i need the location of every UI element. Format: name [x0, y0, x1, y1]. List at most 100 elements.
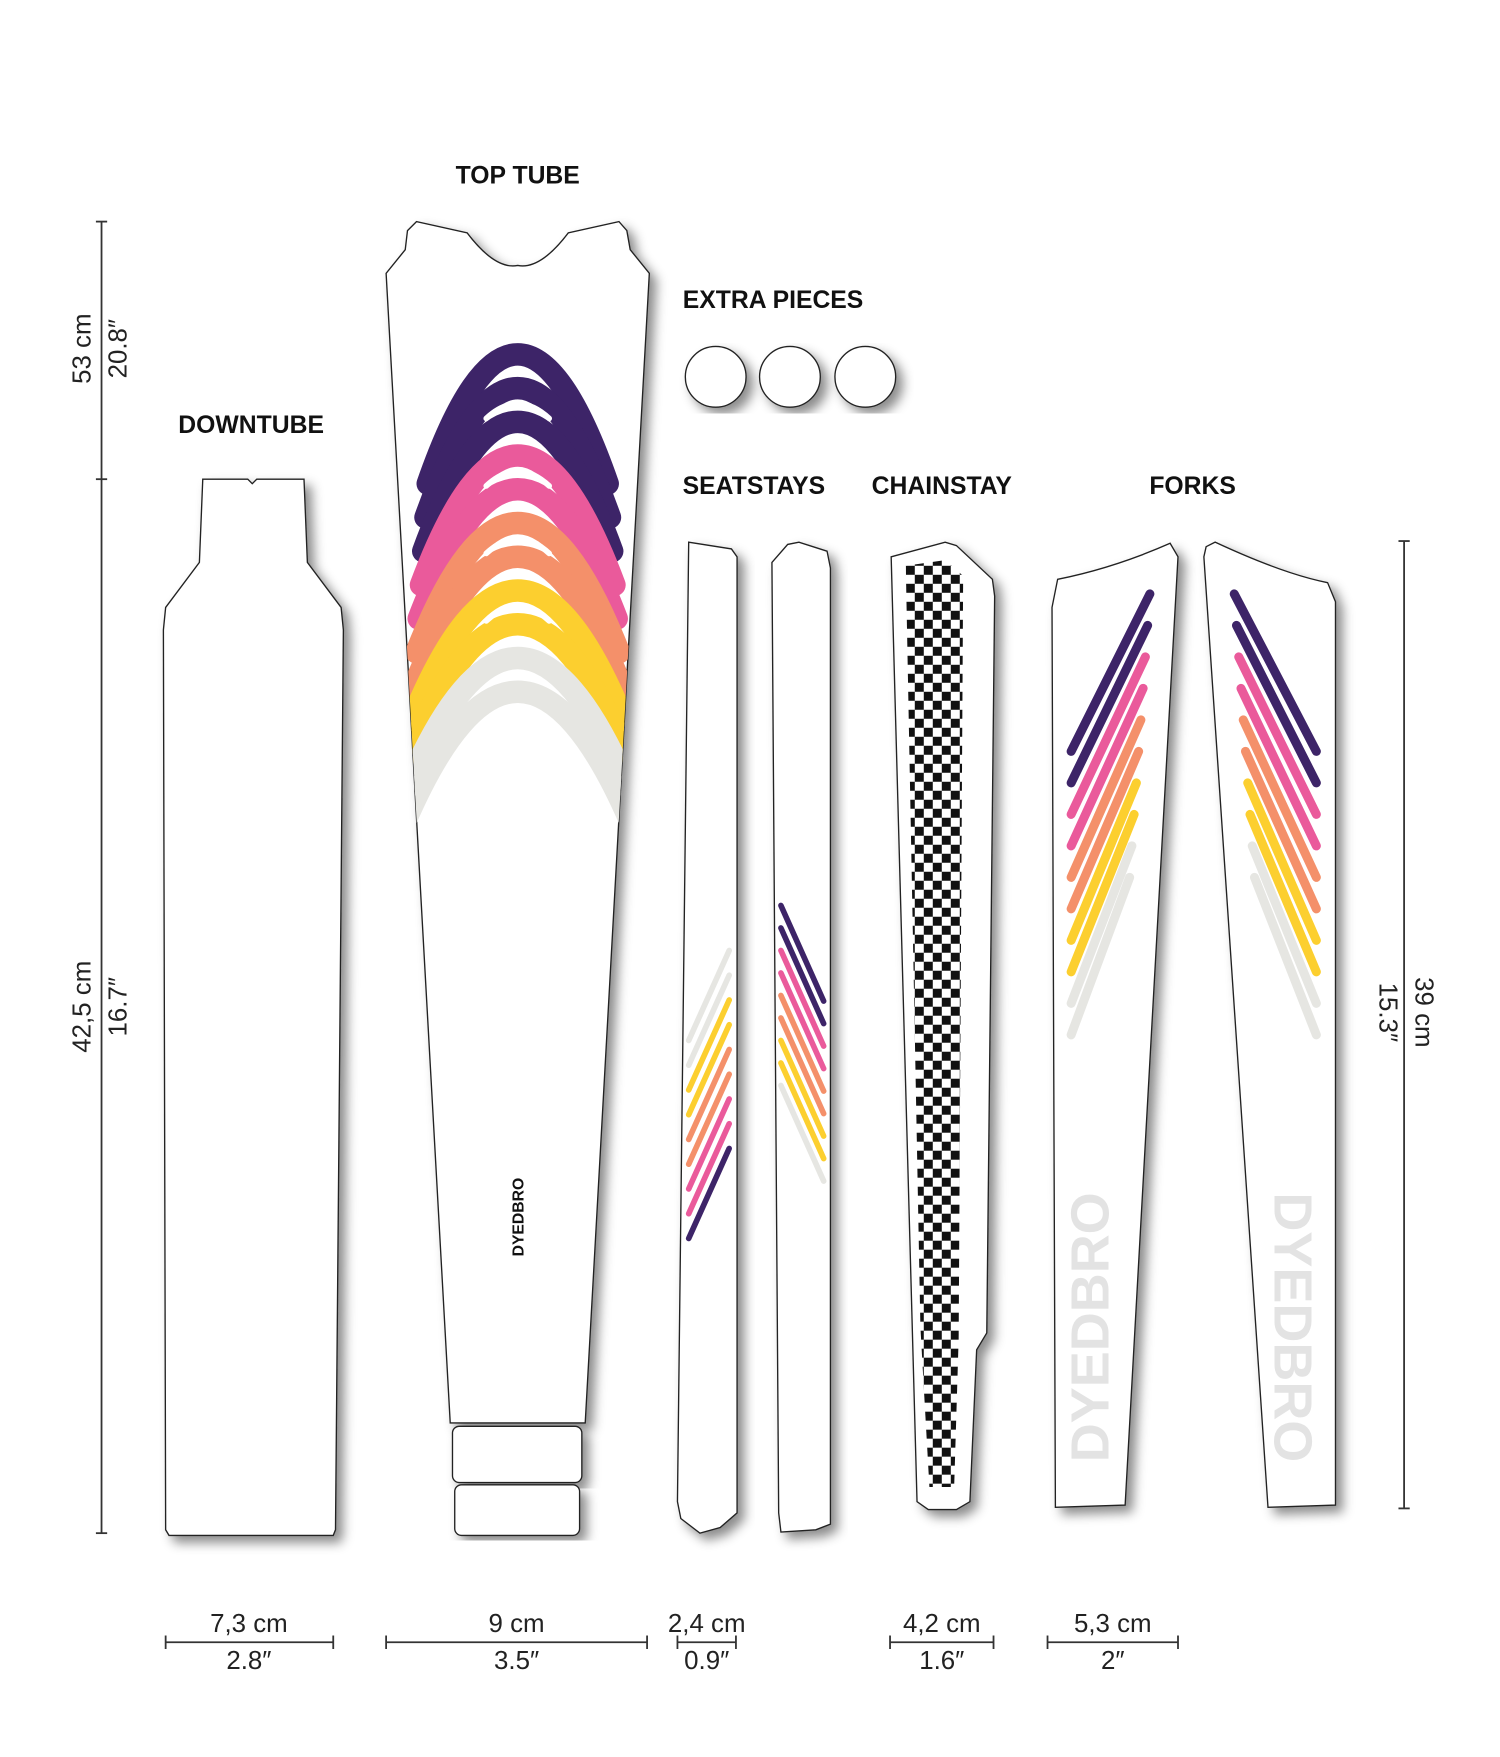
fork-stripe	[1066, 683, 1148, 851]
seatstay-stripe	[778, 925, 827, 1027]
width-in: 1.6″	[919, 1647, 964, 1675]
seatstay-stripe-graphic	[685, 902, 827, 1242]
dim-upper-in: 20.8″	[104, 319, 132, 378]
fork-stripe	[1247, 841, 1321, 1008]
right-dimension-line	[1398, 540, 1410, 1510]
seatstay-stripe	[778, 970, 827, 1072]
width-in: 0.9″	[684, 1647, 729, 1675]
chevron-stripe	[402, 545, 633, 698]
width-cm: 7,3 cm	[210, 1610, 288, 1638]
seatstay-stripe	[685, 1046, 733, 1143]
seatstay-stripe	[685, 972, 733, 1069]
chevron-stripe	[400, 579, 635, 732]
fork-stripe	[1231, 620, 1321, 788]
label-chainstay: CHAINSTAY	[872, 473, 1013, 500]
fork-stripe	[1249, 872, 1321, 1040]
fork-stripe	[1066, 620, 1153, 788]
label-seatstays: SEATSTAYS	[683, 473, 826, 500]
chevron-stripe	[396, 646, 640, 799]
top-tube-logo: DYEDBRO	[510, 1178, 527, 1257]
chevron-stripe	[409, 444, 626, 597]
fork-stripe	[1066, 872, 1135, 1040]
width-dimensions: 7,3 cm 2.8″ 9 cm 3.5″ 2,4 cm 0.9″ 4,2 cm…	[164, 1610, 1179, 1675]
chevron-stripe	[398, 613, 637, 765]
fork-stripe	[1243, 778, 1321, 945]
width-dim-fork: 5,3 cm 2″	[1046, 1610, 1179, 1675]
fork-stripe	[1066, 809, 1139, 977]
fork-stripe	[1229, 589, 1321, 756]
dim-right-in: 15.3″	[1373, 983, 1401, 1042]
width-cm: 5,3 cm	[1074, 1610, 1152, 1638]
chevron-stripe	[393, 680, 642, 833]
seatstay-stripe	[778, 1060, 827, 1162]
seatstay-stripe	[685, 1071, 733, 1168]
dim-upper-cm: 53 cm	[68, 313, 96, 383]
left-dimension-line	[95, 220, 108, 1535]
label-downtube: DOWNTUBE	[178, 412, 324, 439]
fork-stripe	[1236, 683, 1321, 851]
downtube-piece	[162, 478, 345, 1537]
width-in: 2.8″	[226, 1647, 271, 1675]
width-dim-downtube: 7,3 cm 2.8″	[164, 1610, 335, 1675]
fork-right-stripe-graphic	[1229, 589, 1321, 1040]
width-in: 3.5″	[494, 1647, 539, 1675]
label-top-tube: TOP TUBE	[456, 162, 580, 189]
chainstay-checker-pattern	[905, 560, 964, 1488]
fork-stripe	[1234, 652, 1321, 819]
fork-right-logo: DYEDBRO	[1263, 1192, 1323, 1462]
seatstay-stripe	[778, 992, 827, 1094]
chevron-highlight	[483, 468, 553, 489]
fork-stripe	[1066, 778, 1141, 945]
fork-stripe	[1240, 746, 1321, 914]
chevron-highlight	[483, 333, 553, 354]
chevron-stripe	[414, 377, 622, 529]
seatstay-stripe	[778, 1015, 827, 1117]
chevron-highlight	[483, 536, 553, 557]
fork-stripe	[1066, 652, 1150, 819]
fork-left-stripe-graphic	[1066, 589, 1155, 1040]
chevron-highlight	[483, 603, 553, 624]
top-tube-strip-1	[451, 1425, 583, 1484]
width-in: 2″	[1101, 1647, 1125, 1675]
width-cm: 2,4 cm	[668, 1610, 746, 1638]
width-cm: 4,2 cm	[903, 1610, 981, 1638]
seatstay-left-piece	[676, 541, 738, 1534]
seatstay-stripe	[685, 947, 733, 1044]
chevron-stripe	[411, 410, 624, 563]
seatstay-stripe	[685, 997, 733, 1093]
fork-stripe	[1238, 715, 1321, 882]
width-dim-seatstay: 2,4 cm 0.9″	[668, 1610, 746, 1675]
seatstay-stripe	[778, 947, 827, 1049]
width-dim-chainstay: 4,2 cm 1.6″	[889, 1610, 995, 1675]
chevron-stripe	[416, 343, 619, 495]
width-cm: 9 cm	[489, 1610, 545, 1638]
chevron-highlight	[483, 401, 553, 422]
seatstay-stripe	[778, 1037, 827, 1139]
dim-lower-cm: 42,5 cm	[68, 961, 96, 1053]
fork-stripe	[1245, 809, 1321, 977]
seatstay-stripe	[685, 1120, 733, 1217]
dim-right-cm: 39 cm	[1409, 977, 1437, 1047]
fork-stripe	[1066, 589, 1155, 756]
chevron-stripe	[405, 512, 631, 664]
extra-piece-circle	[684, 345, 747, 408]
top-tube-strip-2	[454, 1484, 581, 1537]
seatstay-stripe	[778, 1082, 827, 1184]
width-dim-top-tube: 9 cm 3.5″	[385, 1610, 648, 1675]
seatstay-stripe	[778, 902, 827, 1004]
seatstay-stripe	[685, 1145, 733, 1242]
fork-stripe	[1066, 715, 1146, 882]
extra-piece-circle	[834, 345, 897, 408]
top-tube-chevron-graphic	[393, 333, 642, 833]
label-extra-pieces: EXTRA PIECES	[683, 287, 864, 314]
seatstay-stripe	[685, 1096, 733, 1192]
dim-lower-in: 16.7″	[104, 977, 132, 1036]
fork-left-logo: DYEDBRO	[1060, 1192, 1120, 1462]
extra-piece-circle	[758, 345, 821, 408]
chevron-stripe	[407, 478, 628, 630]
fork-stripe	[1066, 841, 1137, 1008]
label-forks: FORKS	[1149, 473, 1236, 500]
seatstay-stripe	[685, 1021, 733, 1118]
fork-stripe	[1066, 746, 1144, 914]
